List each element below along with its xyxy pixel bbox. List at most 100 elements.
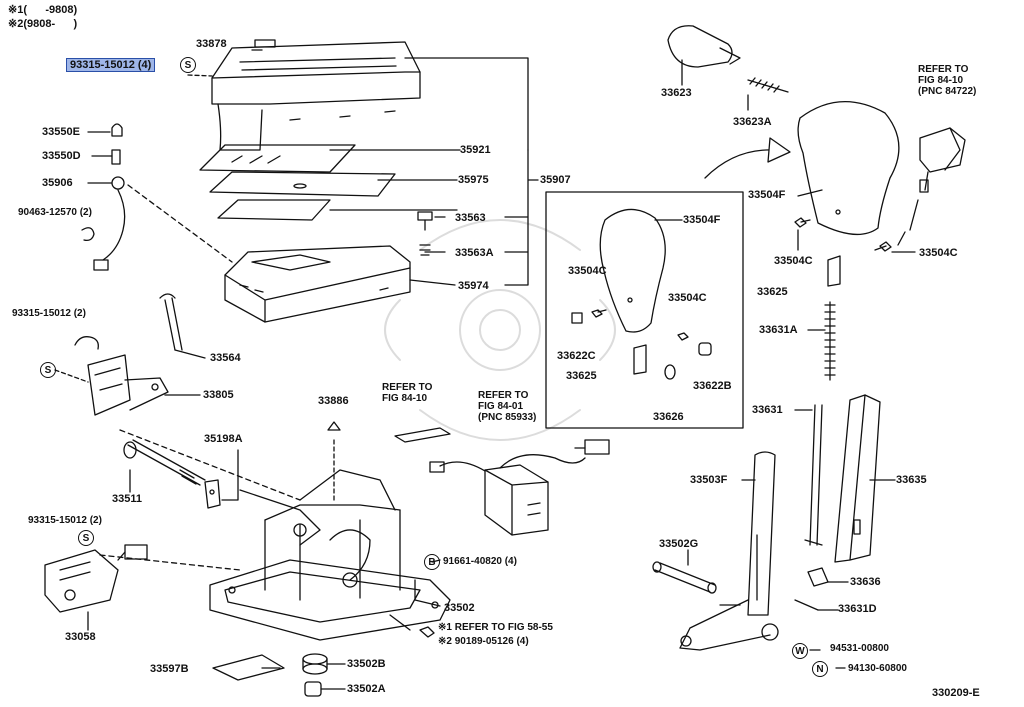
part-33623A-label[interactable]: 33623A — [733, 116, 772, 128]
part-33504C-inset-label-a[interactable]: 33504C — [568, 265, 607, 277]
part-35975-label[interactable]: 35975 — [458, 174, 489, 186]
part-33564-label[interactable]: 33564 — [210, 352, 241, 364]
part-33625-inset-label[interactable]: 33625 — [566, 370, 597, 382]
part-35921-label[interactable]: 35921 — [460, 144, 491, 156]
part-33626-label[interactable]: 33626 — [653, 411, 684, 423]
part-93315-15012-label-b[interactable]: 93315-15012 (2) — [28, 515, 102, 526]
bulb-33550D-drawing — [111, 149, 121, 165]
part-33563-label[interactable]: 33563 — [455, 212, 486, 224]
part-33625-label[interactable]: 33625 — [757, 286, 788, 298]
washer-33626-drawing — [664, 364, 676, 380]
part-33631A-label[interactable]: 33631A — [759, 324, 798, 336]
watermark-emblem — [384, 219, 616, 441]
screw-33504C-inset2-drawing — [677, 332, 689, 341]
part-33504C-label-d[interactable]: 33504C — [919, 247, 958, 259]
symbol-b-circle: B — [424, 554, 440, 570]
note-2-mark: ※2 — [8, 18, 24, 30]
part-33504F-label[interactable]: 33504F — [748, 189, 786, 201]
part-35974-label[interactable]: 35974 — [458, 280, 489, 292]
screw-33504C-right2-drawing — [874, 241, 892, 252]
refer-line-2: FIG 84-01 — [478, 401, 524, 412]
part-91661-label[interactable]: 91661-40820 (4) — [443, 556, 517, 567]
solenoid-33805-drawing — [74, 336, 169, 416]
part-33502-label[interactable]: 33502 — [444, 602, 475, 614]
refer-to-fig-84-10-a[interactable]: REFER TO FIG 84-10 — [382, 382, 432, 404]
part-33550D-label[interactable]: 33550D — [42, 150, 81, 162]
part-33502B-label[interactable]: 33502B — [347, 658, 386, 670]
part-94531-label[interactable]: 94531-00800 — [830, 643, 889, 654]
part-33502A-label[interactable]: 33502A — [347, 683, 386, 695]
spacer-33625-drawing — [827, 255, 841, 287]
bolt-90189-drawing — [419, 626, 435, 638]
part-33504C-label-c[interactable]: 33504C — [774, 255, 813, 267]
refer-line-1: REFER TO — [918, 64, 969, 75]
bulb-33550E-drawing — [111, 123, 123, 137]
refer-line-2: FIG 84-10 — [918, 75, 964, 86]
part-33631-label[interactable]: 33631 — [752, 404, 783, 416]
switch-84722-drawing — [897, 127, 966, 246]
rod-33631-drawing — [794, 404, 823, 546]
refer-line-3: (PNC 85933) — [478, 412, 537, 423]
refer-to-fig-84-10-b[interactable]: REFER TO FIG 84-10 (PNC 84722) — [918, 64, 976, 97]
part-33550E-label[interactable]: 33550E — [42, 126, 80, 138]
part-35198A-label[interactable]: 35198A — [204, 433, 243, 445]
knob-33504F-drawing — [797, 101, 900, 236]
part-33622B-label[interactable]: 33622B — [693, 380, 732, 392]
note-2-range: (9808- ) — [23, 18, 78, 30]
part-33503F-label[interactable]: 33503F — [690, 474, 728, 486]
part-33878-label[interactable]: 33878 — [196, 38, 227, 50]
refer-to-fig-84-01[interactable]: REFER TO FIG 84-01 (PNC 85933) — [478, 390, 536, 423]
symbol-s-circle: S — [40, 362, 56, 378]
clip-33622C-drawing — [571, 312, 583, 324]
part-33502G-label[interactable]: 33502G — [659, 538, 699, 550]
inset-frame — [545, 191, 744, 429]
note-1-range: ( -9808) — [23, 4, 78, 16]
part-33504C-inset-label-b[interactable]: 33504C — [668, 292, 707, 304]
bracket-35198A-drawing — [204, 479, 221, 509]
part-33636-label[interactable]: 33636 — [850, 576, 881, 588]
sleeve-33635-drawing — [834, 394, 896, 563]
bushing-33502A-drawing — [304, 681, 322, 697]
spring-33623A-drawing — [747, 77, 789, 93]
knob-33504F-inset-drawing — [599, 208, 683, 333]
pin-33631D-drawing — [794, 599, 839, 611]
screw-33504C-right1-drawing — [794, 217, 811, 228]
part-33058-label[interactable]: 33058 — [65, 631, 96, 643]
part-35907-label[interactable]: 35907 — [540, 174, 571, 186]
pad-33597B-drawing — [212, 654, 285, 681]
part-33635-label[interactable]: 33635 — [896, 474, 927, 486]
clip-33622B-drawing — [698, 342, 712, 356]
part-33511-label[interactable]: 33511 — [112, 493, 142, 505]
part-33597B-label[interactable]: 33597B — [150, 663, 189, 675]
switch-33058-drawing — [44, 544, 148, 613]
part-33622C-label[interactable]: 33622C — [557, 350, 596, 362]
part-33504F-inset-label[interactable]: 33504F — [683, 214, 721, 226]
part-33805-label[interactable]: 33805 — [203, 389, 234, 401]
arrow-rotate-drawing — [704, 137, 791, 179]
part-33623-label[interactable]: 33623 — [661, 87, 692, 99]
part-33886-label[interactable]: 33886 — [318, 395, 349, 407]
lever-33503F-drawing — [679, 451, 779, 651]
part-93315-15012-label-a[interactable]: 93315-15012 (2) — [12, 308, 86, 319]
part-93315-15012-highlighted[interactable]: 93315-15012 (4) — [66, 58, 156, 72]
symbol-w-circle: W — [792, 643, 808, 659]
shift-cover-33878-drawing — [211, 39, 421, 151]
symbol-n-circle: N — [812, 661, 828, 677]
part-90463-label[interactable]: 90463-12570 (2) — [18, 207, 92, 218]
note-1-mark: ※1 — [8, 4, 24, 16]
symbol-s-circle: S — [78, 530, 94, 546]
knob-cover-33623-drawing — [667, 25, 741, 68]
plate-35975-lower-drawing — [217, 199, 331, 221]
bushing-33502B-drawing — [302, 653, 328, 675]
part-33631D-label[interactable]: 33631D — [838, 603, 877, 615]
note-1-refer-fig-58-55[interactable]: ※1 REFER TO FIG 58-55 — [438, 622, 553, 633]
part-94130-label[interactable]: 94130-60800 — [848, 663, 907, 674]
part-33563A-label[interactable]: 33563A — [455, 247, 494, 259]
note-2-part-90189[interactable]: ※2 90189-05126 (4) — [438, 636, 529, 647]
refer-line-2: FIG 84-10 — [382, 393, 428, 404]
knob-33563-drawing — [417, 211, 433, 256]
refer-line-1: REFER TO — [478, 390, 529, 401]
refer-line-1: REFER TO — [382, 382, 433, 393]
part-35906-label[interactable]: 35906 — [42, 177, 73, 189]
